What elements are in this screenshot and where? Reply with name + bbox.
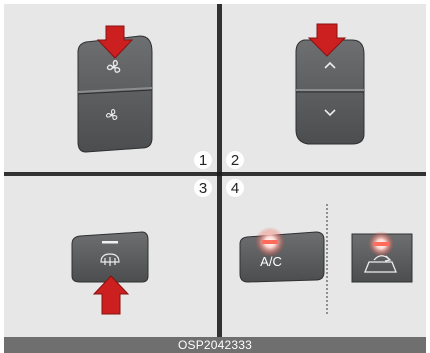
figure-code: OSP2042333	[4, 337, 426, 353]
defrost-indicator	[102, 241, 118, 244]
vertical-divider	[217, 4, 222, 337]
ac-indicator	[262, 240, 278, 244]
fan-speed-switch	[78, 26, 152, 152]
panel-number-2: 2	[231, 152, 239, 169]
panel-number-1: 1	[199, 152, 207, 169]
panel-number-3: 3	[199, 180, 207, 197]
horizontal-divider	[4, 172, 426, 176]
recirc-indicator	[373, 242, 389, 246]
ac-button-label: A/C	[260, 254, 282, 269]
temperature-switch	[296, 24, 364, 144]
panel-number-4: 4	[231, 180, 239, 197]
